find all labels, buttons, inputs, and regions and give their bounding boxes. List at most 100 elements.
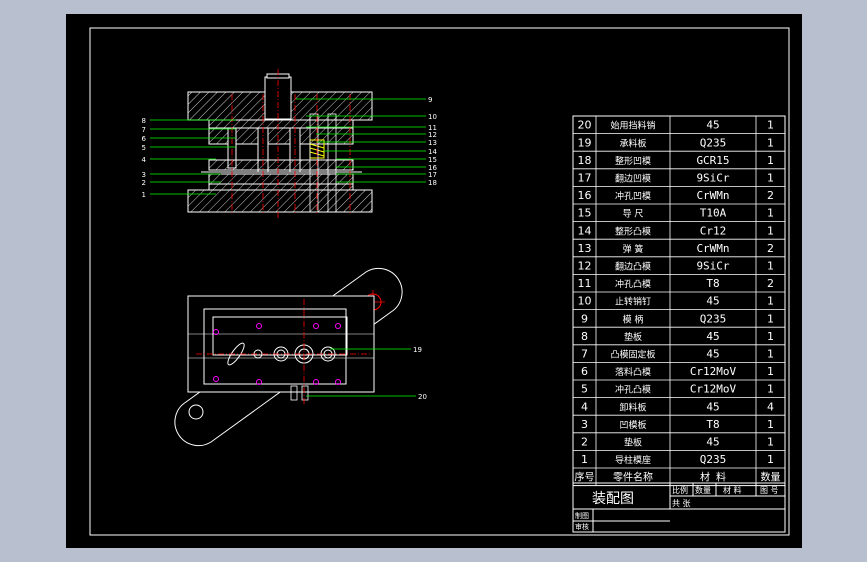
callout-label: 11 bbox=[428, 124, 437, 132]
bom-cell-material: Cr12MoV bbox=[690, 365, 737, 378]
bom-cell-name: 凹模板 bbox=[619, 419, 646, 431]
bom-header-qty: 数量 bbox=[761, 471, 781, 484]
bom-cell-no: 15 bbox=[578, 207, 592, 220]
callout-label: 3 bbox=[142, 171, 146, 179]
plan-stripper bbox=[212, 316, 348, 356]
plan-die-plate bbox=[187, 295, 375, 393]
bom-cell-no: 11 bbox=[578, 277, 592, 290]
bom-cell-name: 整形凸模 bbox=[615, 225, 651, 237]
bom-cell-name: 翻边凹模 bbox=[615, 173, 651, 184]
bom-cell-name: 承料板 bbox=[619, 137, 646, 149]
bom-cell-material: CrWMn bbox=[696, 189, 729, 202]
drawn-label: 制图 bbox=[575, 511, 589, 520]
bom-cell-qty: 4 bbox=[767, 400, 774, 413]
bom-cell-qty: 1 bbox=[767, 435, 774, 448]
bom-cell-material: 9SiCr bbox=[696, 171, 729, 184]
bom-cell-name: 落料凸模 bbox=[615, 366, 651, 378]
callout-label: 19 bbox=[413, 346, 422, 354]
bom-cell-no: 19 bbox=[578, 136, 592, 149]
stripper-plate bbox=[208, 159, 354, 171]
bom-cell-material: GCR15 bbox=[696, 154, 729, 167]
bom-cell-no: 1 bbox=[581, 453, 588, 466]
callout-label: 12 bbox=[428, 131, 437, 139]
bom-cell-qty: 1 bbox=[767, 171, 774, 184]
bom-cell-no: 3 bbox=[581, 418, 588, 431]
callout-label: 16 bbox=[428, 164, 437, 172]
bom-cell-no: 10 bbox=[578, 295, 592, 308]
bom-cell-name: 冲孔凸模 bbox=[615, 384, 651, 396]
bom-cell-qty: 1 bbox=[767, 207, 774, 220]
checked-label: 审核 bbox=[575, 522, 589, 531]
scale-label: 比例 bbox=[672, 485, 688, 495]
bom-cell-qty: 1 bbox=[767, 136, 774, 149]
callouts-left bbox=[150, 119, 236, 195]
bom-cell-material: CrWMn bbox=[696, 242, 729, 255]
bom-cell-no: 8 bbox=[581, 330, 588, 343]
lower-backing bbox=[208, 183, 354, 191]
sheet-label: 共 张 bbox=[672, 499, 691, 508]
bom-cell-qty: 2 bbox=[767, 189, 774, 202]
callout-label: 10 bbox=[428, 113, 437, 121]
drawing-no-label: 图 号 bbox=[760, 486, 779, 495]
callout-label: 14 bbox=[428, 148, 437, 156]
bom-cell-name: 凸模固定板 bbox=[610, 348, 655, 360]
bom-cell-material: Q235 bbox=[700, 312, 727, 325]
callout-label: 8 bbox=[142, 117, 146, 125]
bom-header-material: 材 料 bbox=[700, 471, 726, 484]
bom-header-name: 零件名称 bbox=[613, 471, 653, 484]
inner-border bbox=[89, 27, 790, 536]
bom-cell-qty: 2 bbox=[767, 242, 774, 255]
bom-cell-no: 17 bbox=[578, 171, 592, 184]
bom-cell-name: 弹 簧 bbox=[623, 243, 644, 255]
bom-cell-material: Q235 bbox=[700, 453, 727, 466]
bom-cell-qty: 1 bbox=[767, 259, 774, 272]
bom-cell-material: 45 bbox=[706, 295, 719, 308]
bom-cell-material: T8 bbox=[706, 418, 719, 431]
bom-cell-no: 12 bbox=[578, 259, 592, 272]
lower-die-base bbox=[187, 189, 373, 213]
bom-cell-material: 45 bbox=[706, 347, 719, 360]
bom-cell-material: 45 bbox=[706, 400, 719, 413]
bom-cell-no: 16 bbox=[578, 189, 592, 202]
bom-cell-name: 导柱模座 bbox=[615, 454, 651, 466]
callout-label: 5 bbox=[142, 144, 146, 152]
bom-cell-name: 冲孔凸模 bbox=[615, 278, 651, 290]
bom-cell-no: 5 bbox=[581, 383, 588, 396]
die-plate bbox=[208, 173, 354, 185]
callouts-right bbox=[296, 98, 426, 183]
support-arm bbox=[174, 267, 403, 447]
plan-view bbox=[174, 267, 416, 447]
bom-cell-name: 止转销钉 bbox=[615, 296, 651, 308]
bom-cell-material: T10A bbox=[700, 207, 727, 220]
callout-label: 18 bbox=[428, 179, 437, 187]
bom-cell-name: 冲孔凹模 bbox=[615, 190, 651, 202]
bom-cell-name: 垫板 bbox=[624, 331, 642, 343]
bom-cell-material: 45 bbox=[706, 330, 719, 343]
bom-cell-qty: 1 bbox=[767, 418, 774, 431]
bom-cell-qty: 1 bbox=[767, 330, 774, 343]
bom-cell-no: 14 bbox=[578, 224, 592, 237]
callout-label: 20 bbox=[418, 393, 427, 401]
callout-label: 2 bbox=[142, 179, 146, 187]
arm-pivot-hole bbox=[188, 404, 204, 420]
drawing-title: 装配图 bbox=[592, 491, 634, 507]
title-block bbox=[572, 482, 786, 533]
bom-cell-qty: 2 bbox=[767, 277, 774, 290]
callout-label: 17 bbox=[428, 171, 437, 179]
bom-cell-material: Cr12 bbox=[700, 224, 727, 237]
callout-label: 6 bbox=[142, 135, 147, 143]
bom-cell-no: 2 bbox=[581, 435, 588, 448]
callout-label: 1 bbox=[142, 191, 146, 199]
bom-cell-no: 18 bbox=[578, 154, 592, 167]
callout-label: 4 bbox=[142, 156, 147, 164]
bom-cell-name: 整形凹模 bbox=[615, 155, 651, 167]
bom-cell-name: 翻边凸模 bbox=[615, 261, 651, 272]
bom-cell-material: T8 bbox=[706, 277, 719, 290]
callout-label: 7 bbox=[142, 126, 146, 134]
section-view bbox=[187, 69, 373, 219]
bom-header-no: 序号 bbox=[575, 471, 595, 484]
bom-cell-qty: 1 bbox=[767, 119, 774, 132]
